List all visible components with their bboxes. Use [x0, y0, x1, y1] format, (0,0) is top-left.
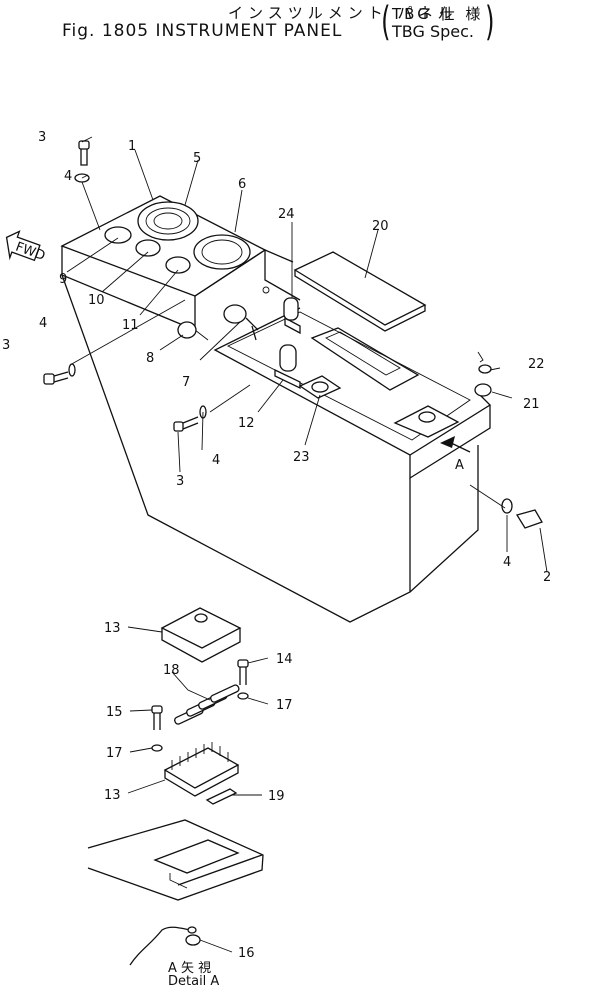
callout-13-cover: 13: [104, 621, 121, 636]
spec-japanese: TBG 仕 様: [392, 5, 484, 23]
callout-17-right: 17: [276, 698, 293, 713]
grommet: [177, 321, 197, 339]
callout-20: 20: [372, 219, 389, 234]
callout-3-top: 3: [38, 130, 46, 145]
speedometer-gauge: [137, 201, 199, 241]
fuses-18: [174, 684, 240, 725]
callout-4-left: 4: [39, 316, 47, 331]
callout-4-middle: 4: [212, 453, 220, 468]
callout-1: 1: [128, 139, 136, 154]
callout-7: 7: [182, 375, 190, 390]
bracket-open: (: [381, 0, 391, 45]
title-japanese: インスツルメント パネル: [228, 4, 458, 22]
callout-15: 15: [106, 705, 123, 720]
callout-21: 21: [523, 397, 540, 412]
console-detail-a: [87, 819, 264, 901]
bolt-2: [501, 498, 543, 529]
switch-23: [298, 375, 342, 399]
washer-22: [478, 364, 492, 374]
screw-15: [151, 705, 163, 730]
callout-3-left: 3: [2, 338, 10, 353]
callout-18: 18: [163, 663, 180, 678]
leader-lines: [66, 136, 548, 573]
callout-24: 24: [278, 207, 295, 222]
bolt-3-middle: [173, 405, 207, 432]
callout-2: 2: [543, 570, 551, 585]
callout-3-middle: 3: [176, 474, 184, 489]
callout-4-right: 4: [503, 555, 511, 570]
terminal-cover-13: [160, 607, 242, 663]
hole: [262, 286, 270, 294]
bolt-3-left: [43, 363, 76, 385]
terminal-block-13: [163, 742, 240, 797]
callout-13-block: 13: [104, 788, 121, 803]
figure-title: Fig. 1805 INSTRUMENT PANEL: [62, 21, 343, 41]
callout-16: 16: [238, 946, 255, 961]
lever-knob-24: [283, 297, 301, 335]
fwd-label: FWD: [13, 240, 47, 264]
callout-22: 22: [528, 357, 545, 372]
leader-lines-detail: [127, 626, 269, 953]
lever-knob-12: [274, 344, 301, 390]
harness-wire: [129, 926, 197, 966]
callout-23: 23: [293, 450, 310, 465]
callout-17-left: 17: [106, 746, 123, 761]
callout-6: 6: [238, 177, 246, 192]
link-plate-19: [205, 788, 238, 805]
washer-17-right: [237, 692, 249, 700]
callouts: 1 2 3 3 3 4 4 4 4 5 6 7 8 9 10 11 12 13 …: [2, 130, 551, 961]
nut-16: [185, 934, 201, 946]
callout-19: 19: [268, 789, 285, 804]
screw-14: [237, 659, 249, 685]
detail-caption-jp: A 矢 視: [168, 961, 211, 976]
washer-17-left: [151, 744, 163, 752]
callout-11: 11: [122, 318, 139, 333]
small-gauge-11: [165, 256, 191, 274]
view-arrow-a: [440, 436, 471, 453]
bracket-close: ): [485, 0, 495, 45]
callout-14: 14: [276, 652, 293, 667]
key-switch: [223, 304, 259, 341]
callout-4-top: 4: [64, 169, 72, 184]
callout-5: 5: [193, 151, 201, 166]
tachometer-gauge: [193, 234, 251, 270]
callout-12: 12: [238, 416, 255, 431]
small-gauge-10: [135, 239, 161, 257]
spec-english: TBG Spec.: [392, 22, 474, 41]
cover-20: [293, 251, 427, 332]
detail-caption-en: Detail A: [168, 974, 219, 989]
display-window: [310, 327, 420, 391]
console-body: [60, 195, 492, 623]
nut-21: [474, 383, 492, 397]
small-gauge-9: [104, 226, 132, 244]
fwd-arrow: FWD: [5, 230, 47, 264]
switch-plate-right: [393, 405, 460, 438]
callout-10: 10: [88, 293, 105, 308]
callout-9: 9: [59, 272, 67, 287]
view-label-a: A: [455, 458, 464, 473]
callout-8: 8: [146, 351, 154, 366]
